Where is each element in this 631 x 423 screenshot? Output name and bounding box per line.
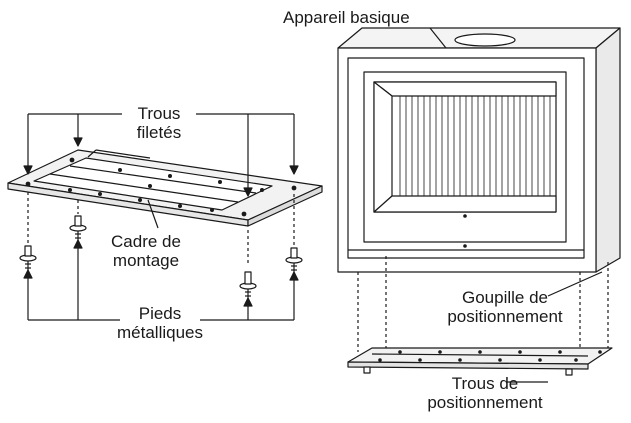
metal-feet-label: Pieds métalliques (110, 304, 210, 342)
fireplace-appliance (337, 27, 621, 273)
positioning-holes-line-1: Trous de (451, 374, 519, 393)
threaded-holes-callout (23, 113, 299, 197)
threaded-holes-label: Trous filetés (122, 104, 196, 142)
positioning-holes-label: Trous de positionnement (400, 374, 570, 412)
metal-feet-line-1: Pieds (138, 304, 182, 323)
appliance-leader (429, 27, 447, 49)
metal-foot-2 (69, 215, 87, 242)
positioning-pin-leader (547, 271, 603, 297)
metal-foot-3 (239, 271, 257, 300)
mounting-frame-line-1: Cadre de (111, 232, 181, 251)
appliance-label: Appareil basique (283, 8, 410, 27)
frame-guides (27, 192, 295, 266)
metal-foot-4 (285, 247, 303, 274)
metal-feet-callout (23, 239, 299, 321)
positioning-pin-line-2: positionnement (447, 307, 563, 326)
base-plate (347, 347, 613, 376)
mounting-frame-label: Cadre de montage (96, 232, 196, 270)
metal-feet-line-2: métalliques (117, 323, 203, 342)
mounting-frame-line-2: montage (112, 251, 180, 270)
threaded-holes-line-1: Trous (137, 104, 181, 123)
threaded-holes-line-2: filetés (136, 123, 182, 142)
metal-foot-1 (19, 245, 37, 272)
positioning-holes-line-2: positionnement (427, 393, 543, 412)
positioning-pin-line-1: Goupille de (461, 288, 548, 307)
mounting-frame (7, 149, 323, 227)
mounting-frame-leader (147, 199, 159, 229)
appliance-guides (357, 256, 609, 352)
positioning-pin-label: Goupille de positionnement (420, 288, 590, 326)
